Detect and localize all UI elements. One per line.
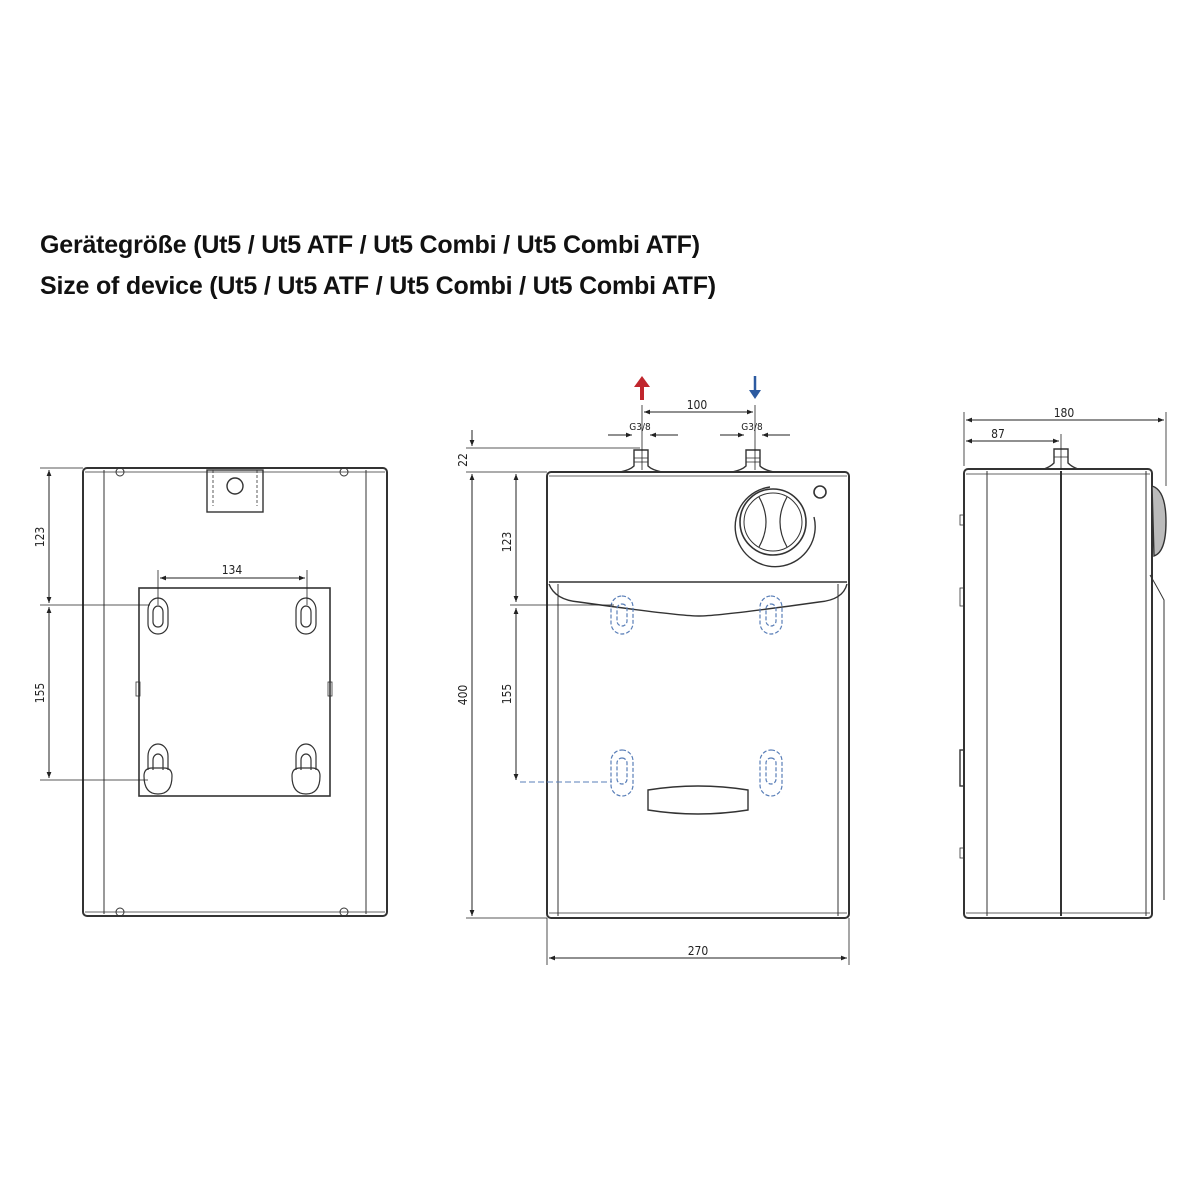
thread-label-left: G3/8: [629, 422, 651, 433]
side-dimensions: [963, 412, 1167, 486]
front-dimensions: [466, 405, 850, 965]
side-dim-180: 180: [1054, 406, 1075, 420]
front-dim-100: 100: [687, 398, 708, 412]
rear-dim-155: 155: [33, 683, 47, 704]
hot-outlet-arrow-icon: [634, 376, 650, 400]
top-bracket: [206, 469, 264, 513]
front-dim-400: 400: [456, 685, 470, 706]
temperature-knob: [734, 485, 827, 568]
front-dim-123: 123: [500, 532, 514, 553]
rear-dim-123: 123: [33, 527, 47, 548]
rear-view: [82, 467, 388, 917]
side-view: [959, 448, 1167, 919]
front-dim-155: 155: [500, 684, 514, 705]
side-dim-87: 87: [991, 427, 1005, 441]
title-german: Gerätegröße (Ut5 / Ut5 ATF / Ut5 Combi /…: [40, 231, 700, 259]
pipe-connections: [619, 449, 775, 473]
hook-keyhole: [143, 597, 321, 795]
hidden-hooks: [610, 595, 783, 797]
carry-handle: [647, 785, 749, 815]
thread-label-right: G3/8: [741, 422, 763, 433]
title-english: Size of device (Ut5 / Ut5 ATF / Ut5 Comb…: [40, 272, 716, 300]
rear-dim-134: 134: [222, 563, 243, 577]
front-dim-22: 22: [456, 453, 470, 467]
front-view: [520, 449, 850, 919]
cold-inlet-arrow-icon: [749, 376, 761, 399]
front-dim-270: 270: [688, 944, 709, 958]
rear-dimensions: [40, 467, 308, 781]
mounting-plate: [138, 587, 331, 797]
